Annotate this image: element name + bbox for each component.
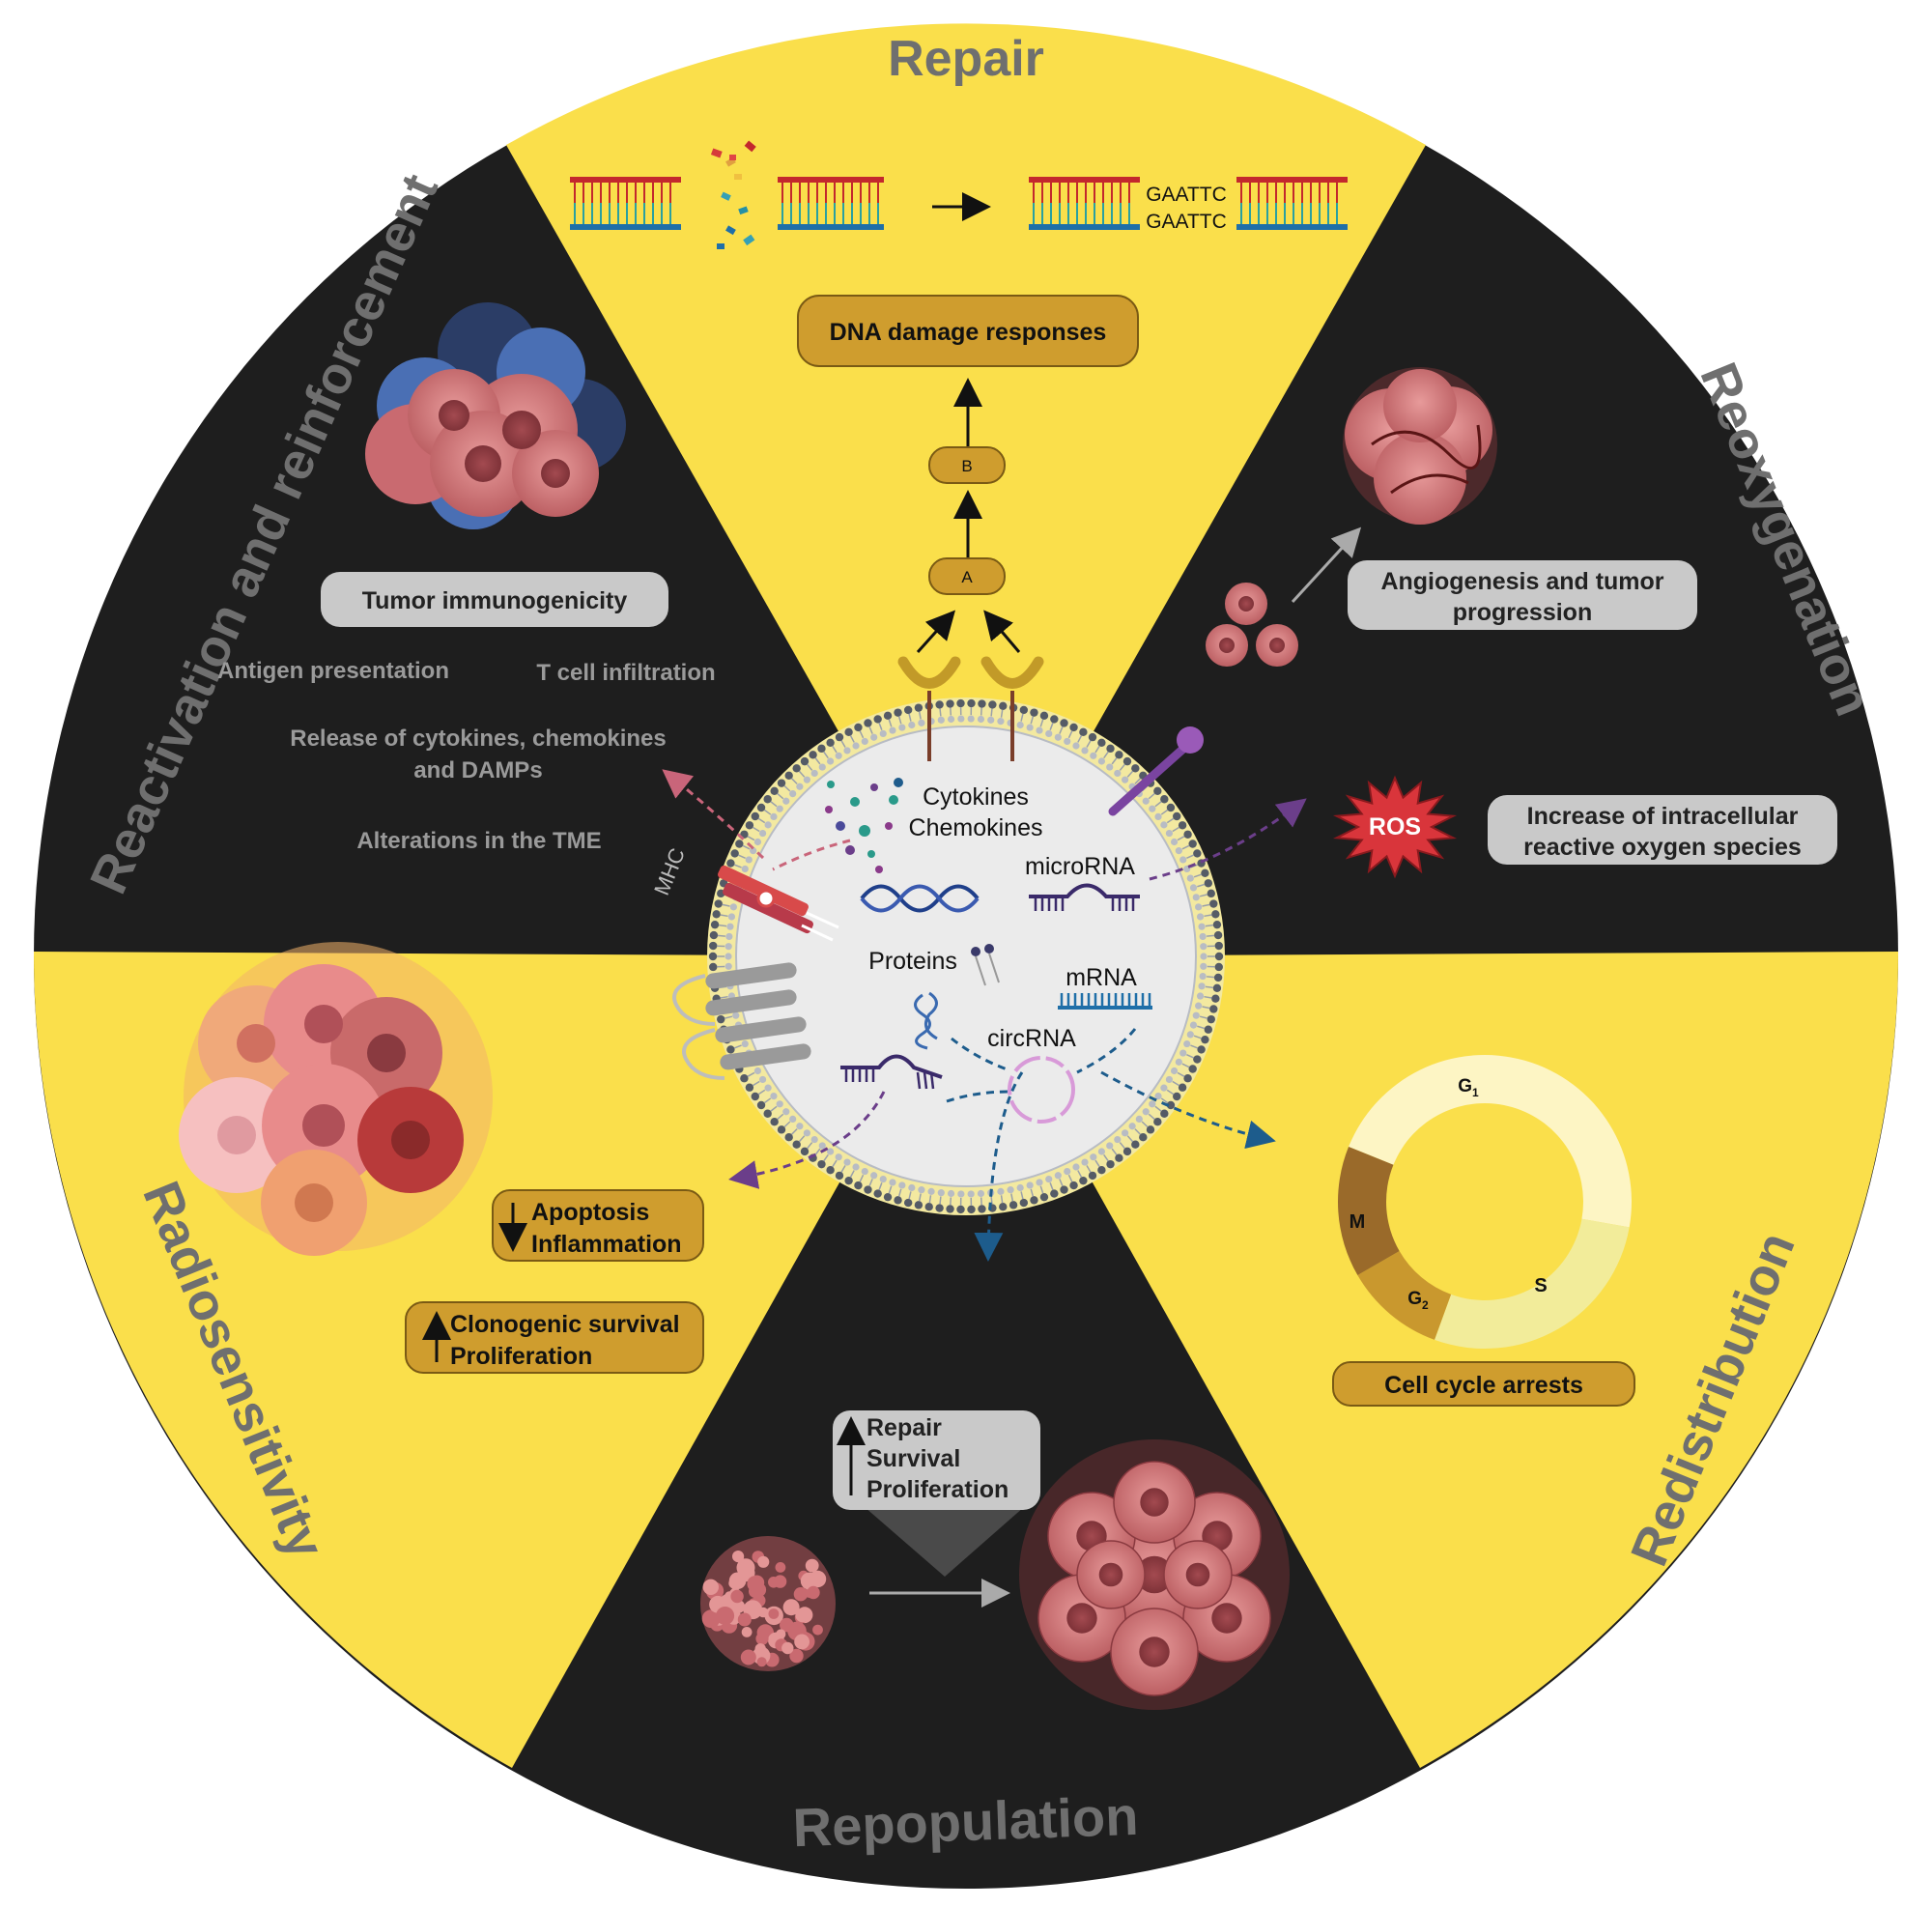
circrna-label: circRNA [987,1025,1076,1052]
chemokines-label: Chemokines [909,814,1043,841]
angiogenesis-line1: Angiogenesis and tumor [1380,568,1663,595]
microrna-label: microRNA [1025,853,1135,880]
proteins-label: Proteins [868,948,957,975]
sequence-bottom: GAATTC [1146,211,1227,233]
node-b-label: B [961,457,972,475]
small-tumor [700,1536,836,1671]
ros-box-line2: reactive oxygen species [1523,834,1802,861]
tme-label: Alterations in the TME [356,828,601,854]
m-label: M [1350,1211,1366,1233]
clonogenic-label: Clonogenic survival [450,1311,680,1338]
release-label-line2: and DAMPs [413,757,542,783]
proliferation-label: Proliferation [450,1343,592,1370]
ros-label: ROS [1369,813,1421,840]
repop-survival-label: Survival [867,1445,960,1472]
ddr-label: DNA damage responses [830,319,1107,346]
tcell-infiltration-label: T cell infiltration [536,660,715,686]
large-tumor [1019,1439,1290,1710]
tumor-immunogenicity-label: Tumor immunogenicity [362,587,628,614]
apoptosis-label: Apoptosis [531,1199,649,1226]
s-label: S [1534,1275,1547,1296]
sequence-top: GAATTC [1146,184,1227,206]
title-repair: Repair [888,31,1044,87]
mrna-label: mRNA [1065,964,1137,991]
title-repopulation: Repopulation [792,1785,1140,1858]
release-label-line1: Release of cytokines, chemokines [290,726,667,752]
repop-proliferation-label: Proliferation [867,1476,1009,1503]
cytokines-label: Cytokines [923,783,1029,811]
ros-box-line1: Increase of intracellular [1527,803,1799,830]
antigen-presentation-label: Antigen presentation [217,658,449,684]
repop-repair-label: Repair [867,1414,942,1441]
angiogenesis-line2: progression [1453,599,1592,626]
inflammation-label: Inflammation [531,1231,682,1258]
cell-cycle-arrests-label: Cell cycle arrests [1384,1372,1583,1399]
node-a-label: A [961,568,973,586]
